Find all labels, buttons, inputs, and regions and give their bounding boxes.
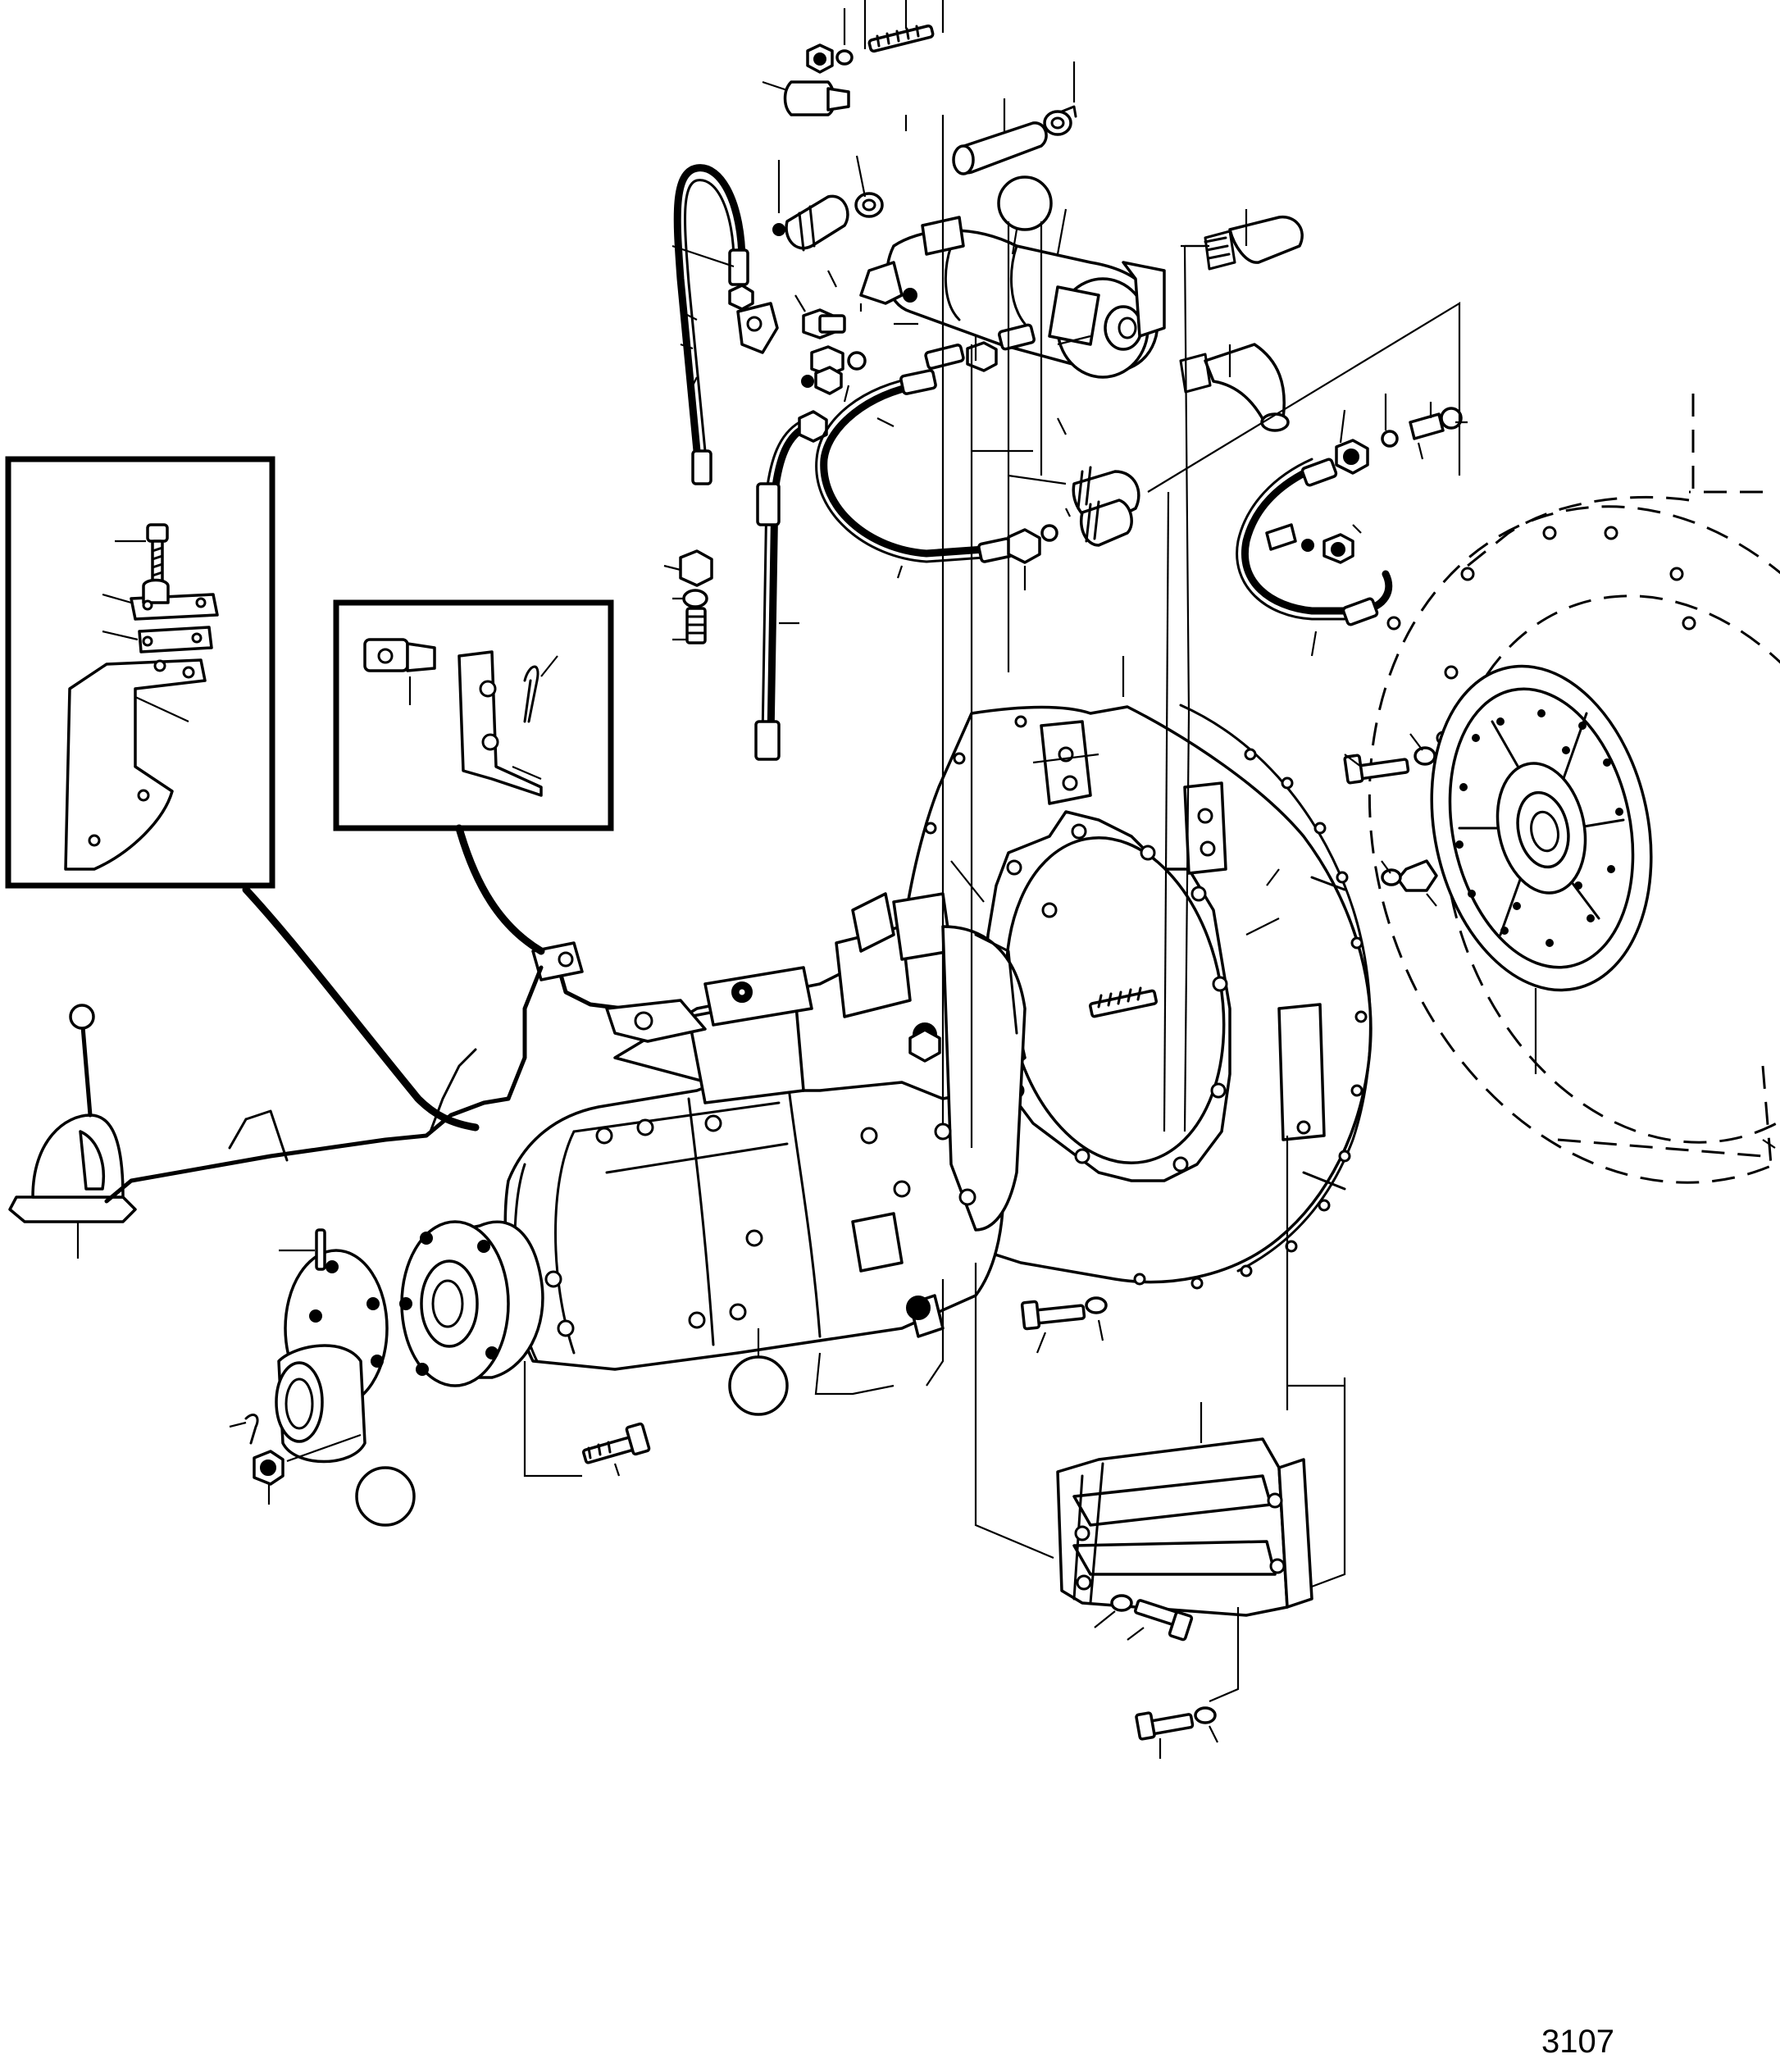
oil-cooler xyxy=(859,216,1166,379)
clutch-rivet-dots xyxy=(1455,709,1623,947)
mounting-bracket-plate xyxy=(64,658,207,871)
cotter-pin xyxy=(523,655,558,723)
fittings-right xyxy=(1265,394,1468,564)
inset-connectors xyxy=(242,824,545,1132)
reverse-gearbox xyxy=(503,892,1027,1371)
control-lever xyxy=(8,1004,137,1259)
plug-fitting-top xyxy=(783,80,850,116)
stud-top xyxy=(867,24,935,53)
clevis-pin xyxy=(363,638,436,705)
housing-plate-bolt-holes xyxy=(924,715,1368,1290)
cooler-fittings xyxy=(801,308,1036,395)
oil-hose-middle xyxy=(754,410,828,761)
misc-leader-lines xyxy=(762,0,1776,1149)
clutch-hub xyxy=(1495,762,1587,895)
casing-bolts xyxy=(544,1114,976,1337)
lever-link-plate xyxy=(458,650,543,797)
elbow-fittings-center xyxy=(1072,466,1140,547)
oil-plug xyxy=(908,1022,941,1063)
coupling-bolt xyxy=(581,1422,651,1477)
oil-hose-left xyxy=(671,164,749,485)
housing-bolt-and-washer-lower xyxy=(1020,1296,1108,1354)
housing-bolt-holes xyxy=(1386,526,1696,745)
cooler-inlet-hose xyxy=(1204,216,1304,271)
engine-support-bracket xyxy=(1056,1402,1313,1617)
bracket-shim xyxy=(102,626,213,653)
propeller-coupling xyxy=(275,1249,389,1464)
housing-mounting-lugs xyxy=(1040,720,1326,1141)
inset-detail-linkage xyxy=(333,599,614,831)
hose-pipe-straight xyxy=(952,121,1048,175)
flywheel-bolt-and-washer xyxy=(1343,733,1436,785)
bracket-leader-lines xyxy=(814,1136,1346,1703)
oil-hose-center xyxy=(815,369,1058,590)
flywheel-nut-and-washer xyxy=(1381,859,1438,907)
coupling-nut-and-cotter xyxy=(229,1414,362,1505)
oil-hose-right xyxy=(1236,458,1393,657)
hose-clamp-top xyxy=(1043,105,1077,136)
output-shaft-flange xyxy=(399,1220,544,1387)
inset-detail-bracket xyxy=(5,456,275,889)
clutch-disc xyxy=(1430,664,1653,1074)
zinc-anode-marker xyxy=(997,175,1053,231)
housing-stud xyxy=(1089,986,1158,1018)
bracket-bolts xyxy=(1094,1594,1218,1759)
elbow-hose-small xyxy=(772,194,849,252)
engine-flywheel-housing-outline xyxy=(1368,394,1780,1184)
hose-clamp-mid xyxy=(854,192,884,218)
coupling-leader-lines xyxy=(523,1279,945,1478)
bracket-clamp xyxy=(102,578,219,621)
elbow-fitting-left xyxy=(728,284,779,354)
nut-top xyxy=(806,43,854,74)
connector-set-left xyxy=(663,549,713,644)
coupling-pin xyxy=(279,1228,326,1271)
figure-number: 3107 xyxy=(1541,2024,1614,2060)
bracket-bolt xyxy=(115,523,169,584)
callout-circles xyxy=(355,1328,789,1527)
control-cable xyxy=(104,965,544,1204)
